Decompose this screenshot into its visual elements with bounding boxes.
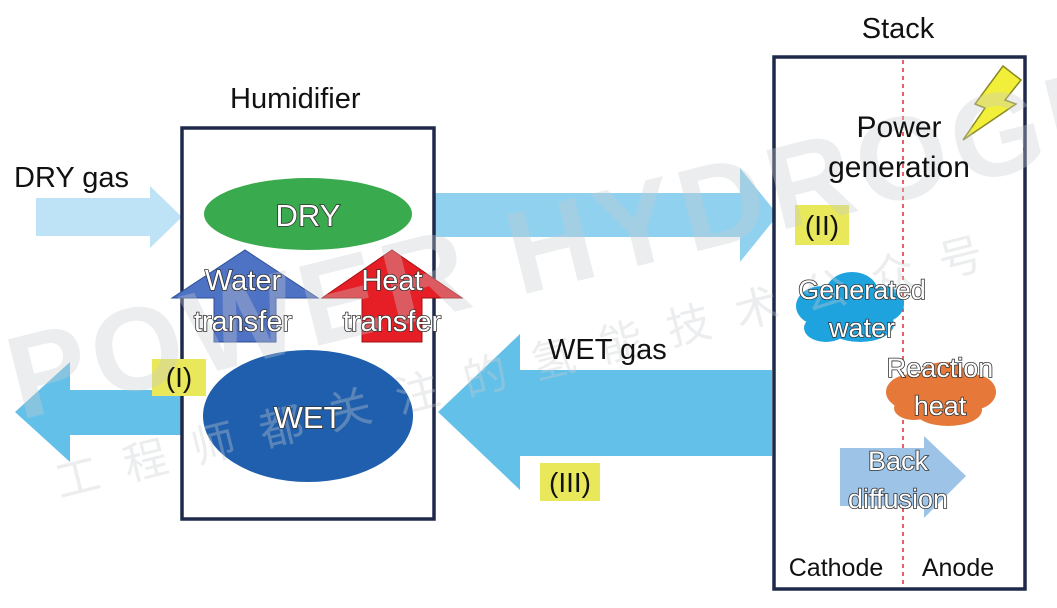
dry-to-stack-arrow: [435, 168, 778, 262]
tag-1-label: (I): [166, 362, 192, 393]
tag-2-label: (II): [805, 210, 839, 241]
dry-ellipse: [204, 178, 412, 250]
back-diffusion-arrow: [840, 436, 966, 518]
generated-water-cloud: [796, 272, 904, 342]
tag-3-bg: [540, 463, 600, 501]
cathode-label: Cathode: [789, 554, 884, 582]
heat-transfer-label-line2: transfer: [343, 306, 442, 338]
anode-label: Anode: [922, 554, 994, 582]
wet-outflow-arrow: [15, 362, 182, 462]
stack-title: Stack: [862, 13, 935, 45]
wet-label: WET: [274, 400, 343, 435]
reaction-heat-label-line2: heat: [914, 391, 967, 421]
tag-1-bg: [152, 359, 206, 396]
reaction-heat-cloud: [886, 362, 996, 426]
dry-gas-inflow-arrow: [36, 186, 182, 248]
water-transfer-arrow: [170, 249, 320, 343]
tag-3-label: (III): [549, 467, 591, 498]
water-transfer-label-line2: transfer: [194, 306, 293, 338]
lightning-icon: [962, 64, 1023, 141]
wet-ellipse: [203, 350, 413, 482]
water-transfer-label-line1: Water: [205, 265, 282, 297]
reaction-heat-label-line1: Reaction: [887, 353, 994, 383]
back-diffusion-label-line2: diffusion: [848, 484, 948, 514]
heat-transfer-label-line1: Heat: [361, 265, 422, 297]
power-generation-label-line2: generation: [828, 151, 970, 184]
dry-gas-label: DRY gas: [14, 162, 129, 194]
humidifier-title: Humidifier: [230, 83, 361, 115]
heat-transfer-arrow: [320, 249, 464, 343]
generated-water-label-line2: water: [828, 313, 895, 343]
generated-water-label-line1: Generated: [798, 275, 926, 305]
back-diffusion-label-line1: Back: [868, 446, 929, 476]
dry-label: DRY: [276, 198, 341, 233]
wet-gas-label: WET gas: [548, 334, 667, 366]
tag-2-bg: [795, 205, 849, 245]
power-generation-label-line1: Power: [856, 111, 941, 144]
wet-gas-return-arrow: [438, 334, 772, 490]
